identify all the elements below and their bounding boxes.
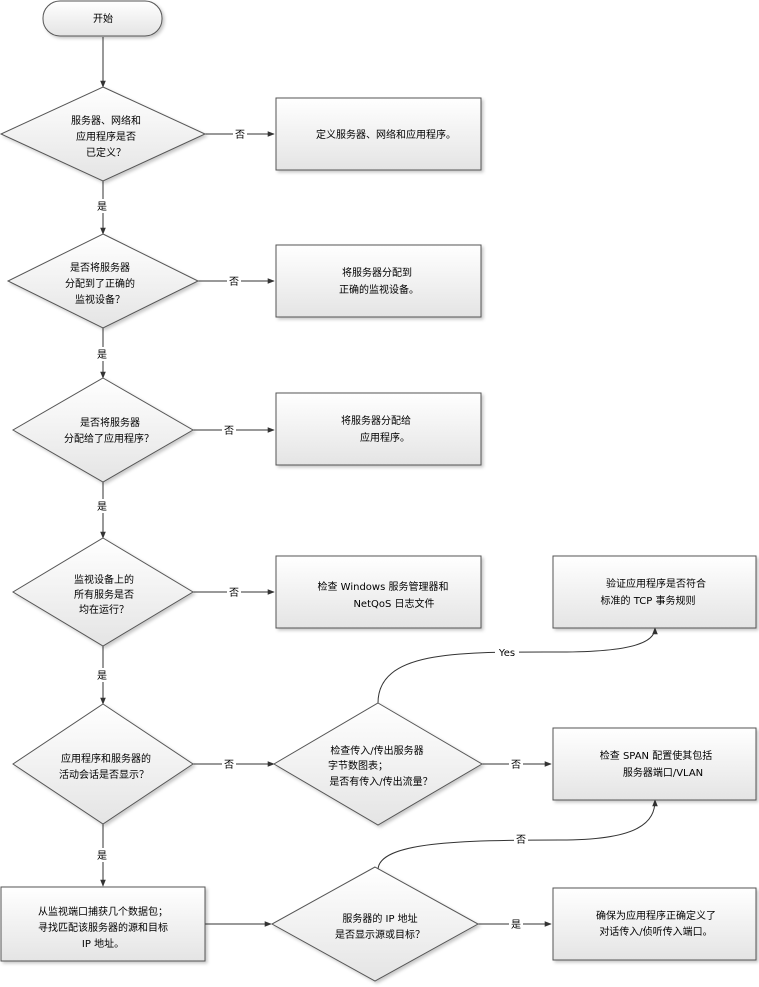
b2-line-2: 正确的监视设备。	[339, 283, 419, 296]
decision-d5	[12, 703, 194, 825]
process-b3	[275, 392, 482, 466]
decision-d4	[12, 537, 194, 647]
d6-line-3: 是否有传入/传出流量？	[329, 775, 432, 788]
decision-d7	[270, 866, 480, 982]
d6-line-1: 检查传入/传出服务器	[330, 744, 423, 757]
b7-line-2: 寻找匹配该服务器的源和目标	[38, 921, 168, 934]
label-d6-yes: Yes	[498, 648, 515, 659]
process-b8	[552, 887, 757, 961]
label-d1-no: 否	[235, 129, 245, 141]
d5-line-2: 活动会话是否显示？	[59, 768, 149, 781]
process-b1	[275, 97, 482, 171]
label-d4-yes: 是	[97, 670, 107, 682]
b4-line-2: NetQoS 日志文件	[353, 597, 434, 610]
b1-line-1: 定义服务器、网络和应用程序。	[316, 128, 456, 141]
d3-line-2: 分配给了应用程序？	[64, 432, 154, 445]
b3-line-2: 应用程序。	[360, 431, 410, 444]
label-d6-no: 否	[511, 759, 521, 771]
b3-line-1: 将服务器分配给	[341, 414, 411, 427]
d4-line-2: 所有服务是否	[74, 588, 134, 601]
edge-d6-b6yes	[377, 627, 658, 704]
node-texts: 开始 服务器、网络和 应用程序是否 已定义？ 定义服务器、网络和应用程序。 是否…	[38, 12, 716, 950]
label-d2-no: 否	[229, 276, 239, 288]
process-b6no	[552, 727, 757, 801]
edge-d7-b6no	[377, 799, 658, 871]
b2-line-1: 将服务器分配到	[342, 266, 412, 279]
d1-line-3: 已定义？	[86, 146, 126, 159]
b7-line-3: IP 地址。	[82, 937, 124, 950]
d7-line-1: 服务器的 IP 地址	[342, 912, 417, 925]
decision-d1	[0, 86, 207, 182]
decision-d3	[12, 377, 194, 483]
label-d2-yes: 是	[97, 349, 107, 361]
d2-line-3: 监视设备？	[75, 293, 125, 306]
process-b2	[275, 244, 482, 318]
label-d3-yes: 是	[97, 501, 107, 513]
edge-labels: 否 是 否 是 否 是 否 是 否 是 Yes 否 是 否	[95, 127, 528, 931]
b6yes-line-2: 标准的 TCP 事务规则	[601, 594, 696, 607]
label-d7-yes: 是	[511, 919, 521, 931]
d4-line-1: 监视设备上的	[74, 573, 134, 586]
start-terminator	[42, 0, 163, 37]
b6yes-line-1: 验证应用程序是否符合	[606, 577, 706, 590]
d2-line-1: 是否将服务器	[70, 261, 130, 274]
label-d1-yes: 是	[97, 201, 107, 213]
label-d5-yes: 是	[97, 850, 107, 862]
decision-d6	[273, 702, 483, 826]
label-d5-no: 否	[224, 759, 234, 771]
b6no-line-2: 服务器端口/VLAN	[623, 766, 703, 779]
d7-line-2: 是否显示源或目标？	[335, 928, 425, 941]
d1-line-2: 应用程序是否	[76, 130, 136, 143]
d5-line-1: 应用程序和服务器的	[61, 752, 151, 765]
b7-line-1: 从监视端口捕获几个数据包；	[38, 905, 168, 918]
process-b4	[275, 555, 482, 629]
d1-line-1: 服务器、网络和	[71, 114, 141, 127]
d4-line-3: 均在运行？	[79, 603, 129, 616]
label-d4-no: 否	[229, 587, 239, 599]
decision-d2	[6, 233, 200, 329]
d6-line-2: 字节数图表；	[328, 759, 388, 772]
process-b6yes	[552, 555, 757, 629]
b8-line-1: 确保为应用程序正确定义了	[596, 909, 716, 922]
b8-line-2: 对话传入/侦听传入端口。	[599, 925, 712, 938]
b6no-line-1: 检查 SPAN 配置使其包括	[600, 749, 712, 762]
d3-line-1: 是否将服务器	[80, 416, 140, 429]
process-b7	[0, 886, 206, 962]
label-d7-no: 否	[516, 834, 526, 846]
d2-line-2: 分配到了正确的	[65, 277, 135, 290]
label-d3-no: 否	[224, 425, 234, 437]
b4-line-1: 检查 Windows 服务管理器和	[318, 580, 449, 593]
start-label: 开始	[93, 12, 113, 25]
